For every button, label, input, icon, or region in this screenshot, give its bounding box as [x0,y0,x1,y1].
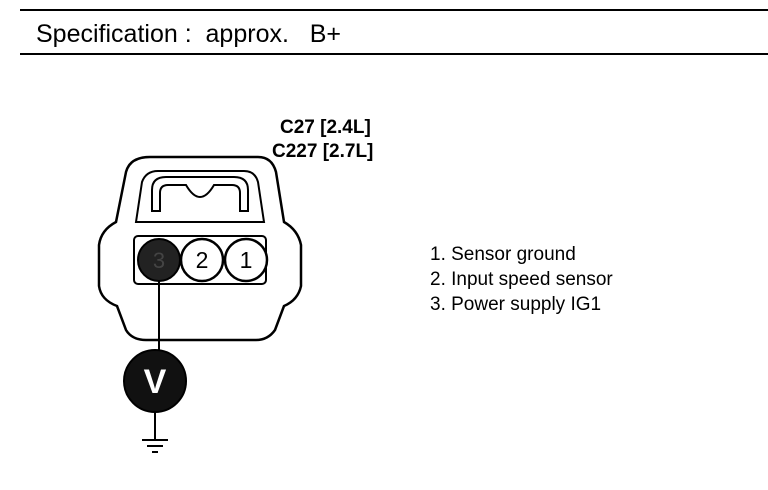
specification-text: Specification : approx. B+ [36,20,342,48]
connector-label-2-4l: C27 [2.4L] [280,117,371,138]
pin-3-label: 3 [153,248,165,273]
legend-item-2: 2. Input speed sensor [430,269,613,290]
legend-item-3: 3. Power supply IG1 [430,294,602,315]
legend-item-1: 1. Sensor ground [430,244,576,265]
connector-inner-housing [134,170,266,223]
pin-2 [179,237,225,283]
connector-label-2-7l: C227 [2.7L] [272,141,374,162]
specification-bar: Specification : approx. B+ [20,9,768,55]
connector-housing [97,155,303,342]
pin-legend: 1. Sensor ground 2. Input speed sensor 3… [430,242,613,317]
locking-latch [151,176,249,212]
voltmeter-symbol: V [144,363,167,401]
pin-2-label: 2 [196,247,209,273]
pin-1-label: 1 [240,247,253,273]
ground-icon [142,439,168,453]
pin-1 [223,237,269,283]
